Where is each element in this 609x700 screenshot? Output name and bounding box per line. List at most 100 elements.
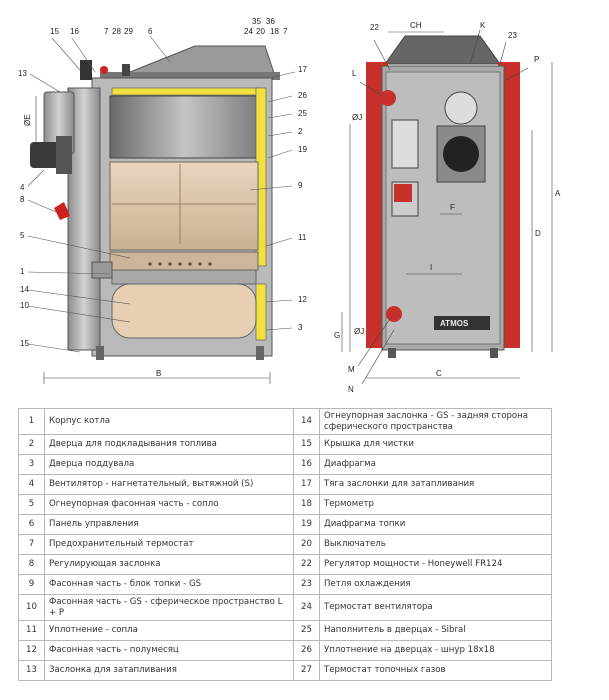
label-16: 16 — [70, 27, 79, 36]
legend-cell-n1: 10 — [18, 594, 45, 621]
legend-cell-t2: Тяга заслонки для затапливания — [319, 474, 552, 495]
label-36: 36 — [266, 17, 275, 26]
label-ch: CH — [410, 21, 422, 30]
label-11: 11 — [298, 233, 307, 242]
label-29: 29 — [124, 27, 133, 36]
legend-cell-t2: Петля охлаждения — [319, 574, 552, 595]
legend-cell-t2: Термостат вентилятора — [319, 594, 552, 621]
legend-cell-t1: Фасонная часть - GS - сферическое простр… — [44, 594, 294, 621]
label-23: 23 — [508, 31, 517, 40]
rear-dimensions — [341, 29, 553, 385]
legend-cell-n1: 13 — [18, 660, 45, 681]
legend-cell-n2: 22 — [293, 554, 320, 575]
legend-cell-n2: 25 — [293, 620, 320, 641]
legend-cell-n1: 3 — [18, 454, 45, 475]
label-k: K — [480, 21, 486, 30]
legend-cell-t1: Предохранительный термостат — [44, 534, 294, 555]
legend-cell-n2: 19 — [293, 514, 320, 535]
legend-cell-t2: Огнеупорная заслонка - GS - задняя сторо… — [319, 408, 552, 435]
legend-cell-t2: Регулятор мощности - Honeywell FR124 — [319, 554, 552, 575]
label-c: C — [436, 369, 442, 378]
label-12: 12 — [298, 295, 307, 304]
legend-cell-t1: Корпус котла — [44, 408, 294, 435]
legend-cell-t1: Заслонка для затапливания — [44, 660, 294, 681]
brand-plate: ATMOS — [440, 319, 469, 328]
legend-cell-n2: 24 — [293, 594, 320, 621]
label-a: A — [555, 189, 561, 198]
legend-cell-t2: Диафрагма топки — [319, 514, 552, 535]
legend-cell-t1: Дверца для подкладывания топлива — [44, 434, 294, 455]
label-26: 26 — [298, 91, 307, 100]
legend-cell-t2: Наполнитель в дверцах - Sibral — [319, 620, 552, 641]
legend-cell-t2: Выключатель — [319, 534, 552, 555]
label-20: 20 — [256, 27, 265, 36]
label-24: 24 — [244, 27, 253, 36]
legend-cell-n1: 12 — [18, 640, 45, 661]
legend-cell-t1: Панель управления — [44, 514, 294, 535]
label-22: 22 — [370, 23, 379, 32]
label-10: 10 — [20, 301, 29, 310]
label-18: 18 — [270, 27, 279, 36]
legend-cell-t1: Дверца поддувала — [44, 454, 294, 475]
label-d: D — [535, 229, 541, 238]
label-6: 6 — [148, 27, 153, 36]
legend-cell-t2: Термометр — [319, 494, 552, 515]
rear-labels: 22 CH K 23 L P ØJ A D F I ØJ G M N C — [334, 21, 561, 394]
section-labels: 15 16 7 28 29 6 35 36 24 20 18 7 13 ØE 1… — [18, 17, 307, 378]
legend-cell-n1: 8 — [18, 554, 45, 575]
legend-cell-n1: 9 — [18, 574, 45, 595]
legend-cell-t2: Термостат топочных газов — [319, 660, 552, 681]
label-19: 19 — [298, 145, 307, 154]
label-3: 3 — [298, 323, 303, 332]
legend-cell-n1: 4 — [18, 474, 45, 495]
legend-cell-n2: 27 — [293, 660, 320, 681]
legend-cell-t2: Уплотнение на дверцах - шнур 18x18 — [319, 640, 552, 661]
legend-cell-t1: Уплотнение - сопла — [44, 620, 294, 641]
legend-cell-n1: 5 — [18, 494, 45, 515]
label-8: 8 — [20, 195, 25, 204]
legend-cell-n2: 17 — [293, 474, 320, 495]
label-15-top: 15 — [50, 27, 59, 36]
legend-cell-n2: 16 — [293, 454, 320, 475]
label-b: B — [156, 369, 161, 378]
label-5: 5 — [20, 231, 25, 240]
legend-cell-n1: 2 — [18, 434, 45, 455]
label-l: L — [352, 69, 357, 78]
label-14: 14 — [20, 285, 29, 294]
legend-cell-n1: 1 — [18, 408, 45, 435]
legend-cell-n2: 14 — [293, 408, 320, 435]
legend-cell-t2: Крышка для чистки — [319, 434, 552, 455]
label-i: I — [430, 263, 432, 272]
label-15-bottom: 15 — [20, 339, 29, 348]
rear-view: ATMOS — [366, 35, 520, 358]
label-7b: 7 — [283, 27, 288, 36]
legend-cell-n2: 18 — [293, 494, 320, 515]
legend-cell-n2: 15 — [293, 434, 320, 455]
label-oe: ØE — [23, 114, 32, 126]
label-28: 28 — [112, 27, 121, 36]
label-oj-bottom: ØJ — [354, 327, 364, 336]
label-p: P — [534, 55, 539, 64]
legend-cell-t2: Диафрагма — [319, 454, 552, 475]
boiler-diagram: 15 16 7 28 29 6 35 36 24 20 18 7 13 ØE 1… — [18, 17, 561, 394]
legend-cell-n1: 6 — [18, 514, 45, 535]
label-g: G — [334, 331, 340, 340]
label-35: 35 — [252, 17, 261, 26]
legend-cell-t1: Огнеупорная фасонная часть - сопло — [44, 494, 294, 515]
legend-cell-t1: Регулирующая заслонка — [44, 554, 294, 575]
legend-cell-t1: Фасонная часть - блок топки - GS — [44, 574, 294, 595]
legend-cell-n1: 11 — [18, 620, 45, 641]
section-view — [30, 45, 280, 360]
